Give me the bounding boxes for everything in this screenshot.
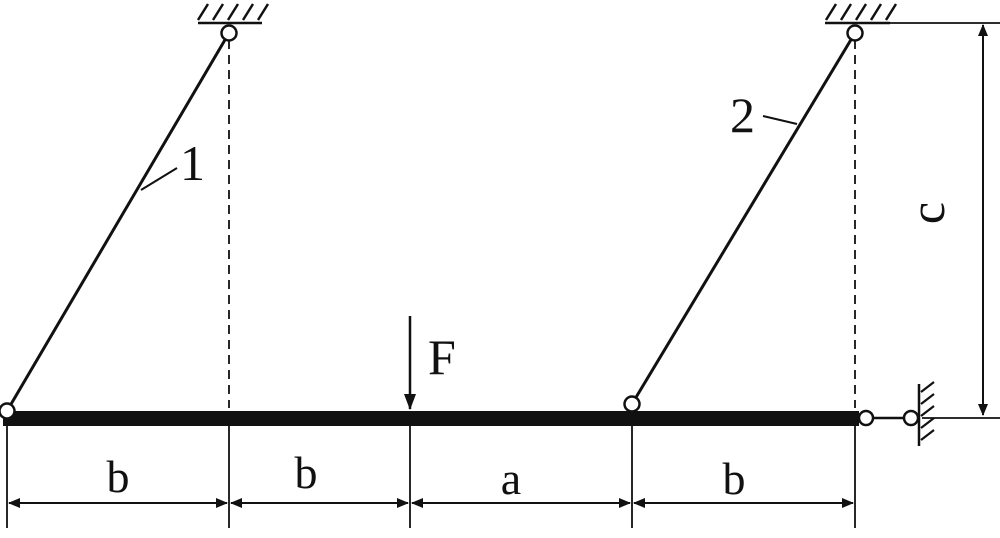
height-label: c: [899, 202, 955, 224]
rod-1-label: 1: [180, 135, 205, 191]
dim-label-seg1: b: [107, 451, 130, 502]
force-label: F: [428, 329, 456, 385]
rod-1: [5, 32, 231, 412]
top-support-right: [824, 3, 898, 25]
dim-label-seg3: a: [501, 453, 521, 504]
pin-top-right: [846, 24, 864, 42]
rod-2-leader: [762, 115, 798, 125]
top-support-left: [196, 3, 270, 25]
pin-beam-right: [857, 409, 875, 427]
pin-top-left: [220, 24, 238, 42]
rod-1-leader: [140, 167, 178, 191]
rod-2-label: 2: [730, 87, 755, 143]
pin-ground-right: [902, 409, 920, 427]
pin-beam-left: [0, 402, 16, 420]
dim-label-seg4: b: [723, 453, 746, 504]
right-ground-hatch: [920, 381, 935, 441]
rigid-beam: [3, 411, 859, 426]
dim-label-seg2: b: [295, 447, 318, 498]
rod-2: [630, 32, 857, 405]
pin-beam-rod2: [623, 395, 641, 413]
